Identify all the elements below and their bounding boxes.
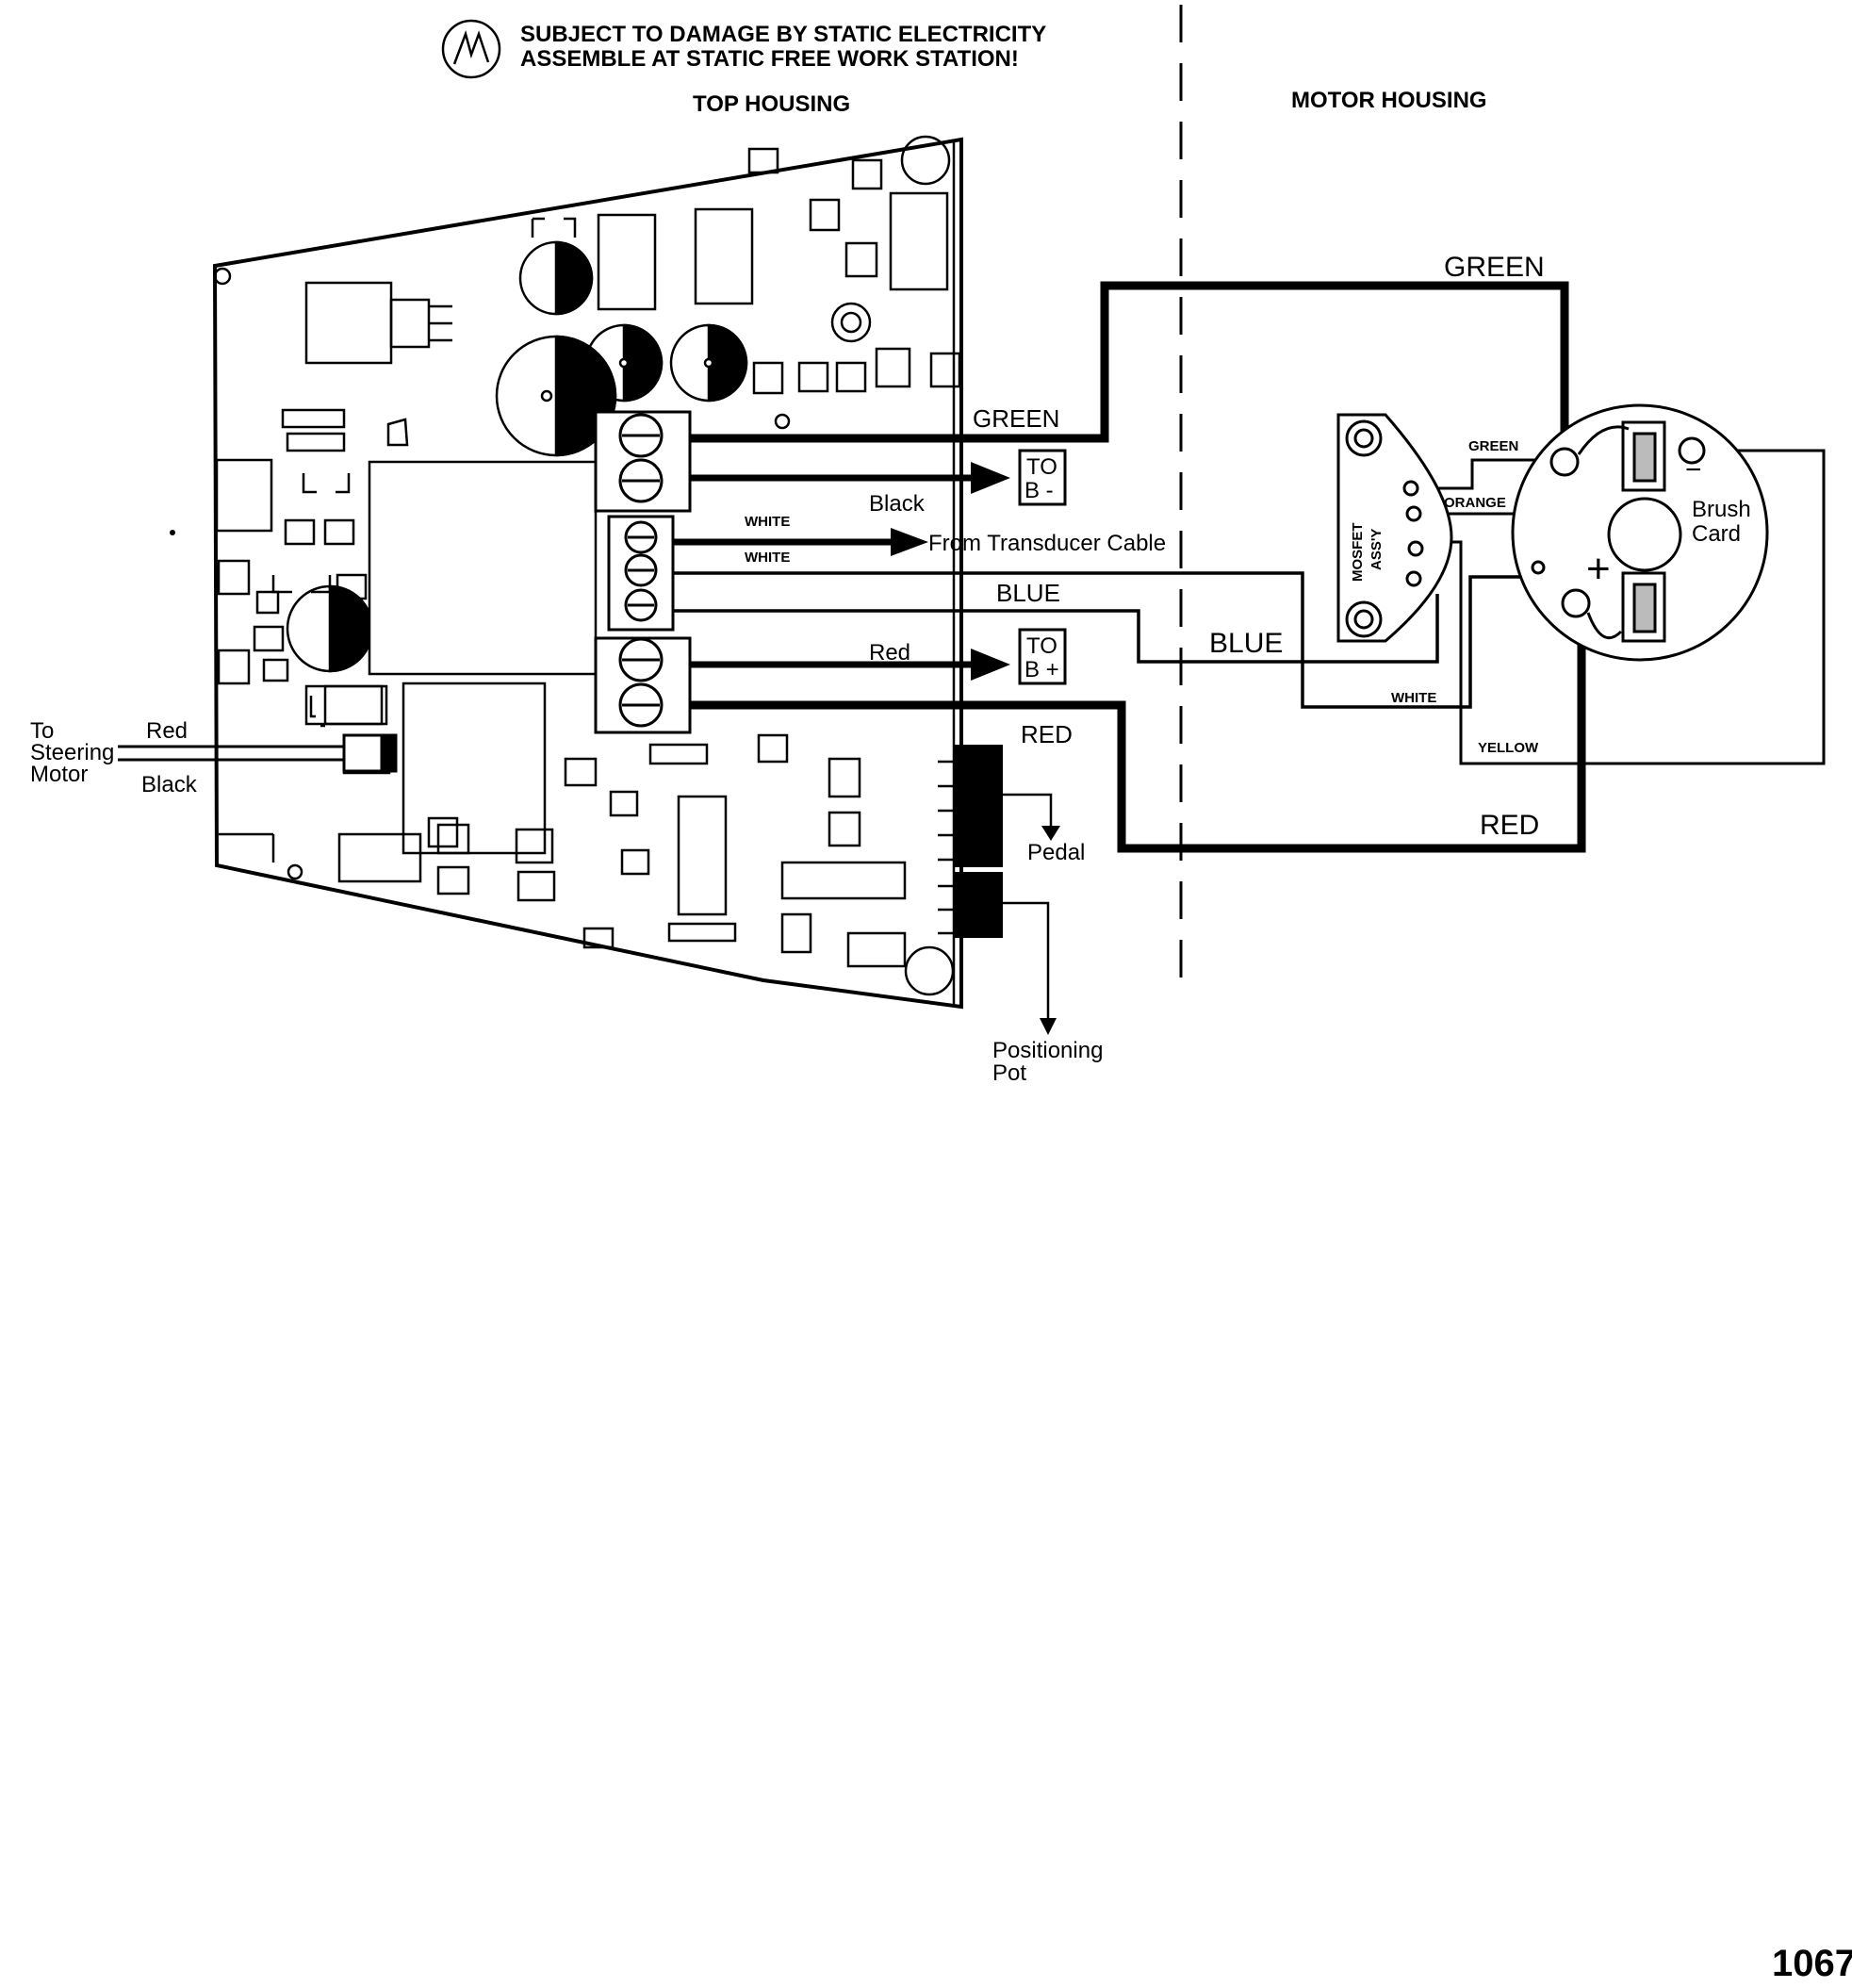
- motor-housing-title: MOTOR HOUSING: [1291, 88, 1487, 113]
- white-wire-motor: [673, 571, 1546, 709]
- label-white-1: WHITE: [745, 514, 790, 530]
- green-wire: [690, 281, 1569, 443]
- label-black: Black: [869, 491, 926, 517]
- terminal-block-middle: [607, 515, 675, 632]
- label-yellow-small: YELLOW: [1478, 740, 1539, 756]
- label-positioning-pot-1: Positioning: [992, 1038, 1103, 1063]
- to-b-plus-box: [1018, 628, 1067, 685]
- label-red-right: RED: [1480, 810, 1539, 841]
- yellow-wire: [1421, 449, 1826, 765]
- brush-card: [1511, 403, 1769, 662]
- green-wire-small: [1421, 458, 1546, 490]
- warning-line-2: ASSEMBLE AT STATIC FREE WORK STATION!: [520, 46, 1019, 72]
- steering-label-1: To: [30, 718, 54, 744]
- label-from-transducer: From Transducer Cable: [928, 531, 1166, 556]
- brush-card-minus: −: [1685, 454, 1702, 485]
- label-blue-right: BLUE: [1209, 628, 1283, 659]
- label-white-small: WHITE: [1391, 690, 1436, 706]
- label-green-small: GREEN: [1468, 438, 1518, 454]
- brush-card-label-1: Brush: [1692, 497, 1751, 522]
- pot-pointer: [1003, 901, 1050, 1023]
- terminal-block-upper: [594, 410, 692, 513]
- label-steering-black: Black: [141, 772, 198, 797]
- steering-label-2: Steering: [30, 740, 114, 765]
- pedal-connector: [938, 745, 1003, 938]
- steering-connector: [342, 733, 398, 773]
- label-green-main: GREEN: [973, 404, 1059, 433]
- warning-line-1: SUBJECT TO DAMAGE BY STATIC ELECTRICITY: [520, 22, 1046, 47]
- label-blue-main: BLUE: [996, 579, 1060, 607]
- label-red-caps: RED: [1021, 720, 1073, 748]
- label-steering-red: Red: [146, 718, 188, 744]
- brush-card-label-2: Card: [1692, 521, 1741, 547]
- top-housing-title: TOP HOUSING: [693, 91, 850, 117]
- to-b-minus-line-2: B -: [1024, 478, 1054, 503]
- label-orange-small: ORANGE: [1444, 495, 1506, 511]
- page-number: 1067: [1772, 1943, 1852, 1984]
- label-white-2: WHITE: [745, 550, 790, 566]
- steering-label-3: Motor: [30, 762, 88, 787]
- red-wire-motor: [690, 603, 1586, 853]
- to-b-plus-line-2: B +: [1024, 657, 1059, 682]
- terminal-block-lower: [594, 636, 692, 734]
- static-warning-icon: [441, 19, 501, 79]
- to-b-minus-line-1: TO: [1026, 454, 1057, 480]
- brush-card-plus: +: [1586, 546, 1611, 592]
- mosfet-label-1: MOSFET: [1350, 523, 1366, 583]
- arrow-heads: [891, 462, 1060, 1035]
- blue-wire: [673, 594, 1439, 664]
- label-positioning-pot-2: Pot: [992, 1060, 1026, 1086]
- to-b-minus-box: [1018, 449, 1067, 506]
- label-red: Red: [869, 640, 910, 665]
- label-green-right: GREEN: [1444, 252, 1545, 283]
- pedal-pointer: [1003, 793, 1053, 830]
- stray-dot: [170, 530, 175, 535]
- mosfet-assembly: [1336, 413, 1453, 643]
- to-b-plus-line-1: TO: [1026, 633, 1057, 659]
- mosfet-label-2: ASS'Y: [1369, 529, 1385, 570]
- label-pedal: Pedal: [1027, 840, 1085, 865]
- board-components: [213, 135, 961, 996]
